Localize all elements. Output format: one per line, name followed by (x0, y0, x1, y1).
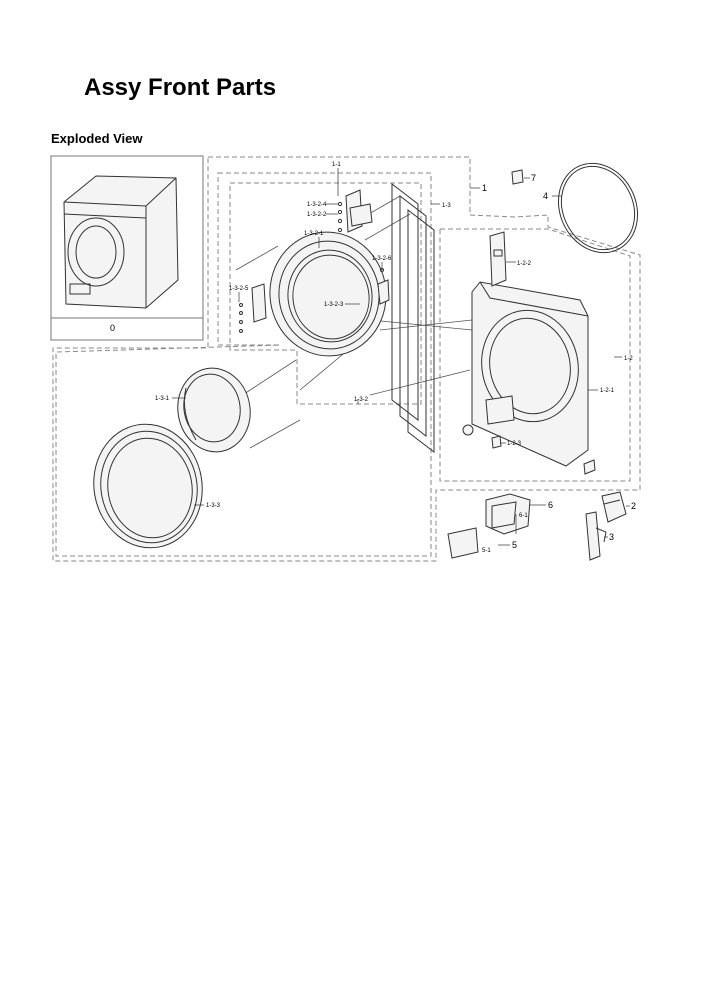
door-panes (391, 182, 435, 454)
label-1-3-2: 1-3-2 (354, 397, 369, 403)
label-1-2: 1-2 (624, 356, 633, 362)
leader-lines (172, 168, 630, 546)
control-bracket (489, 231, 507, 287)
washer-thumbnail (63, 175, 179, 309)
frame-assembly-1 (52, 156, 641, 562)
label-1-3: 1-3 (442, 203, 451, 209)
label-0: 0 (110, 323, 115, 333)
door-outer-ring (93, 423, 203, 549)
door-hinge-left (239, 283, 267, 333)
frame-assembly-1-2 (439, 228, 631, 482)
label-1-3-2-5: 1-3-2-5 (229, 286, 249, 292)
label-3: 3 (609, 532, 614, 542)
latch-hook (585, 511, 607, 561)
label-1-2-1: 1-2-1 (600, 388, 615, 394)
label-5-1: 5-1 (482, 548, 491, 554)
frame-assembly-1-3-2 (229, 182, 422, 405)
label-6: 6 (548, 500, 553, 510)
thumbnail-frame (50, 155, 204, 341)
filter-box (485, 493, 531, 535)
label-1-3-2-1: 1-3-2-1 (304, 231, 324, 237)
label-1-3-2-3: 1-3-2-3 (324, 302, 344, 308)
front-panel (471, 281, 589, 467)
label-1-3-2-4: 1-3-2-4 (307, 202, 327, 208)
label-1-3-2-2: 1-3-2-2 (307, 212, 327, 218)
label-1-2-3: 1-2-3 (507, 441, 522, 447)
door-lock (601, 491, 627, 523)
frame-assembly-1-3 (55, 172, 432, 557)
label-1-1: 1-1 (332, 162, 341, 168)
door-frame-ring (269, 231, 387, 357)
label-1-3-3: 1-3-3 (206, 503, 221, 509)
label-1-3-2-6: 1-3-2-6 (372, 256, 392, 262)
label-1-3-1: 1-3-1 (155, 396, 170, 402)
door-inner (177, 367, 251, 453)
label-1-2-2: 1-2-2 (517, 261, 532, 267)
label-5: 5 (512, 540, 517, 550)
gasket-ring (557, 162, 639, 254)
section-title: Exploded View (51, 131, 143, 146)
hinge-parts (337, 189, 373, 233)
label-4: 4 (543, 191, 548, 201)
label-7: 7 (531, 173, 536, 183)
filter-cover (447, 527, 479, 559)
label-2: 2 (631, 501, 636, 511)
page-title: Assy Front Parts (84, 74, 277, 101)
label-6-1: 6-1 (519, 513, 528, 519)
door-latch (377, 268, 390, 305)
label-1: 1 (482, 183, 487, 193)
clip-part (511, 169, 524, 185)
panel-small-parts (462, 424, 596, 475)
